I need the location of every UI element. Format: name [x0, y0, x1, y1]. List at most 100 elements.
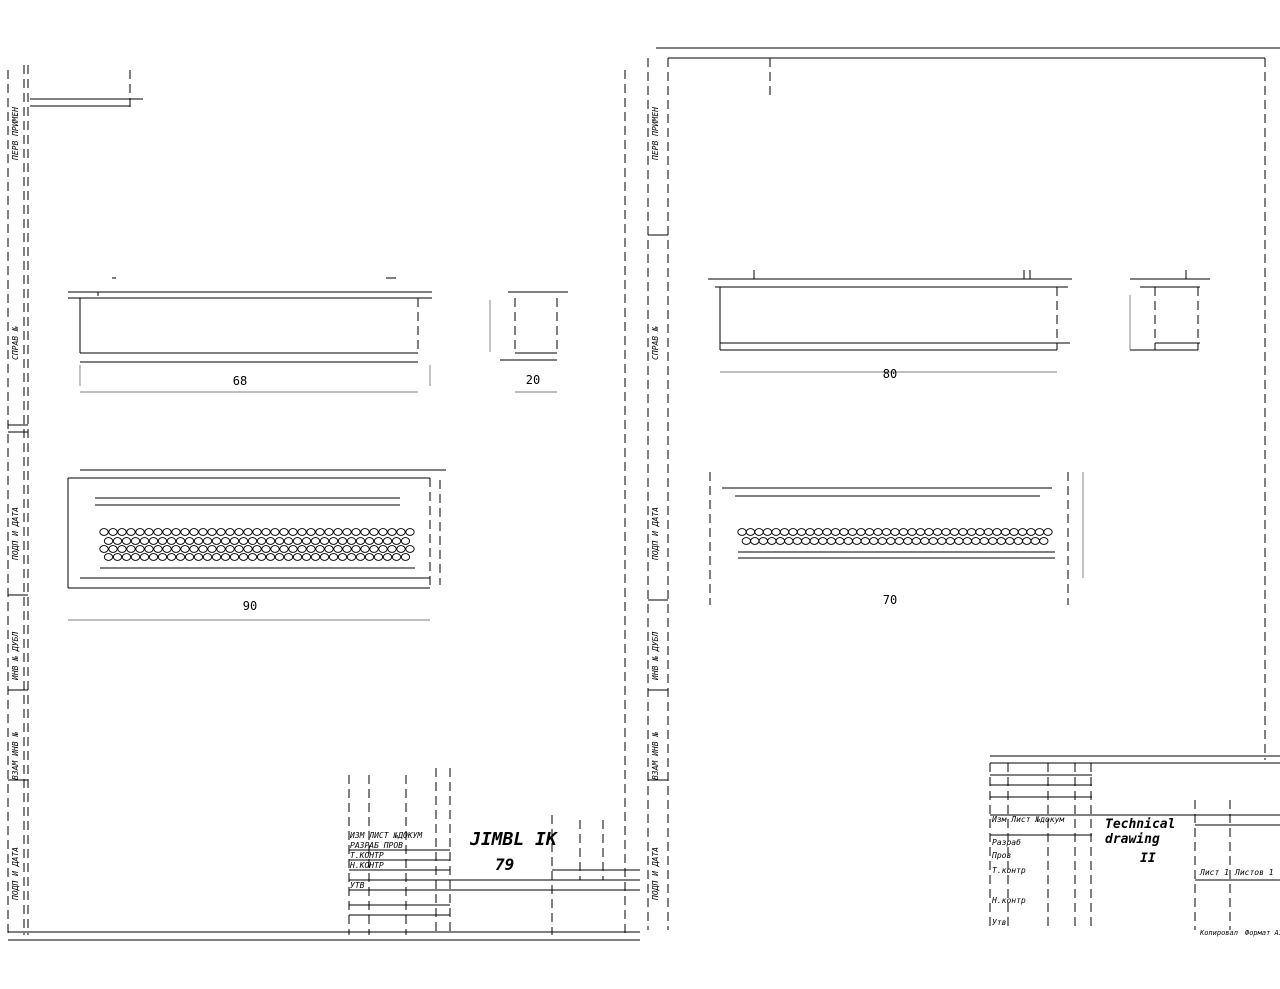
perforation-hole [775, 537, 785, 545]
right-plan-view: 80 [708, 270, 1072, 381]
perforation-hole [1034, 528, 1045, 536]
perforation-hole [796, 528, 807, 536]
perforation-hole [180, 545, 190, 553]
perforation-hole [1030, 537, 1040, 545]
perforation-hole [189, 528, 199, 536]
perforation-hole [288, 545, 298, 553]
perforation-hole [767, 537, 777, 545]
perforation-hole [396, 528, 406, 536]
dim-right-front-width: 70 [883, 593, 897, 607]
perforation-hole [139, 537, 150, 545]
perforation-hole [333, 528, 343, 536]
left-row-0: ИЗМ ЛИСТ №ДОКУМ [349, 831, 423, 840]
perforation-hole [337, 537, 348, 545]
right-row-2: Пров [991, 851, 1011, 860]
perforation-hole [193, 537, 204, 545]
left-sheet: ПЕРВ ПРИМЕН СПРАВ № ПОДП И ДАТА ИНВ № ДУ… [7, 65, 640, 941]
perforation-hole [391, 553, 402, 561]
perforation-hole [346, 537, 357, 545]
svg-text:ИНВ № ДУБЛ: ИНВ № ДУБЛ [11, 632, 20, 681]
perforation-hole [135, 545, 145, 553]
perforation-hole [924, 528, 934, 536]
perforation-hole [373, 553, 384, 561]
perforation-hole [184, 553, 195, 561]
perforation-hole [937, 537, 947, 545]
perforation-hole [207, 528, 217, 536]
right-title-2: drawing [1105, 832, 1160, 847]
perforation-hole [894, 537, 904, 545]
perforation-hole [754, 528, 764, 536]
perforation-hole [784, 537, 794, 545]
perforation-hole [193, 553, 204, 561]
perforation-hole [1022, 537, 1032, 545]
perforation-hole [121, 553, 132, 561]
perforation-hole [283, 537, 294, 545]
left-title-block: JIMBL IK 79 ИЗМ ЛИСТ №ДОКУМ РАЗРАБ ПРОВ … [348, 768, 640, 935]
perforation-hole [166, 553, 177, 561]
perforation-hole [220, 537, 231, 545]
perforation-hole [975, 528, 985, 536]
perforation-hole [171, 545, 181, 553]
perforation-hole [288, 528, 298, 536]
perforation-hole [351, 545, 361, 553]
svg-text:ПЕРВ ПРИМЕН: ПЕРВ ПРИМЕН [651, 107, 660, 161]
perforation-hole [139, 553, 150, 561]
perforation-hole [306, 545, 316, 553]
perforation-hole [198, 528, 208, 536]
left-stamp-2: 79 [495, 855, 514, 874]
perforation-hole [801, 537, 811, 545]
left-row-2: Т.КОНТР [350, 851, 384, 860]
perforation-hole [180, 528, 190, 536]
left-margin-strip: ПЕРВ ПРИМЕН СПРАВ № ПОДП И ДАТА ИНВ № ДУ… [7, 70, 28, 935]
perforation-hole [319, 553, 330, 561]
dim-front-width: 90 [243, 599, 257, 613]
perforation-hole [771, 528, 781, 536]
perforation-hole [945, 537, 955, 545]
perforation-hole [869, 537, 879, 545]
perforation-hole [328, 537, 339, 545]
perforation-hole [852, 537, 862, 545]
perforation-hole [252, 545, 262, 553]
perforation-hole [860, 537, 870, 545]
perforation-hole [898, 528, 909, 536]
perforation-hole [387, 528, 397, 536]
perforation-hole [342, 528, 352, 536]
perforation-hole [175, 553, 186, 561]
perforation-hole [1005, 537, 1015, 545]
perforation-hole [225, 528, 235, 536]
perforation-hole [229, 553, 240, 561]
perforation-hole [396, 545, 406, 553]
perforation-hole [274, 553, 285, 561]
perforation-hole [373, 537, 384, 545]
perforation-hole [843, 537, 853, 545]
perforation-hole [207, 545, 217, 553]
perforation-hole [279, 528, 289, 536]
perforation-hole [261, 545, 271, 553]
perforation-hole [886, 537, 896, 545]
perforation-hole [928, 537, 938, 545]
perforation-hole [932, 528, 943, 536]
perforation-hole [378, 528, 388, 536]
perforation-hole [274, 537, 285, 545]
perforation-hole [346, 553, 357, 561]
perforation-hole [99, 528, 109, 536]
perforation-hole [220, 553, 231, 561]
right-format: Формат А3 [1245, 929, 1280, 937]
svg-text:ПОДП И ДАТА: ПОДП И ДАТА [11, 847, 20, 901]
perforation-hole [301, 553, 312, 561]
perforation-hole [856, 528, 866, 536]
perforation-hole [234, 528, 244, 536]
perforation-hole [369, 545, 379, 553]
perforation-hole [252, 528, 262, 536]
perforation-hole [202, 553, 213, 561]
perforation-hole [835, 537, 845, 545]
perforation-hole [364, 553, 375, 561]
perforation-hole [745, 528, 756, 536]
perforation-hole [737, 528, 747, 536]
perforation-hole [337, 553, 348, 561]
perforation-hole [130, 553, 141, 561]
perforation-hole [301, 537, 312, 545]
perforation-hole [369, 528, 379, 536]
right-front-view: 70 [709, 472, 1084, 607]
perforation-hole [400, 553, 411, 561]
